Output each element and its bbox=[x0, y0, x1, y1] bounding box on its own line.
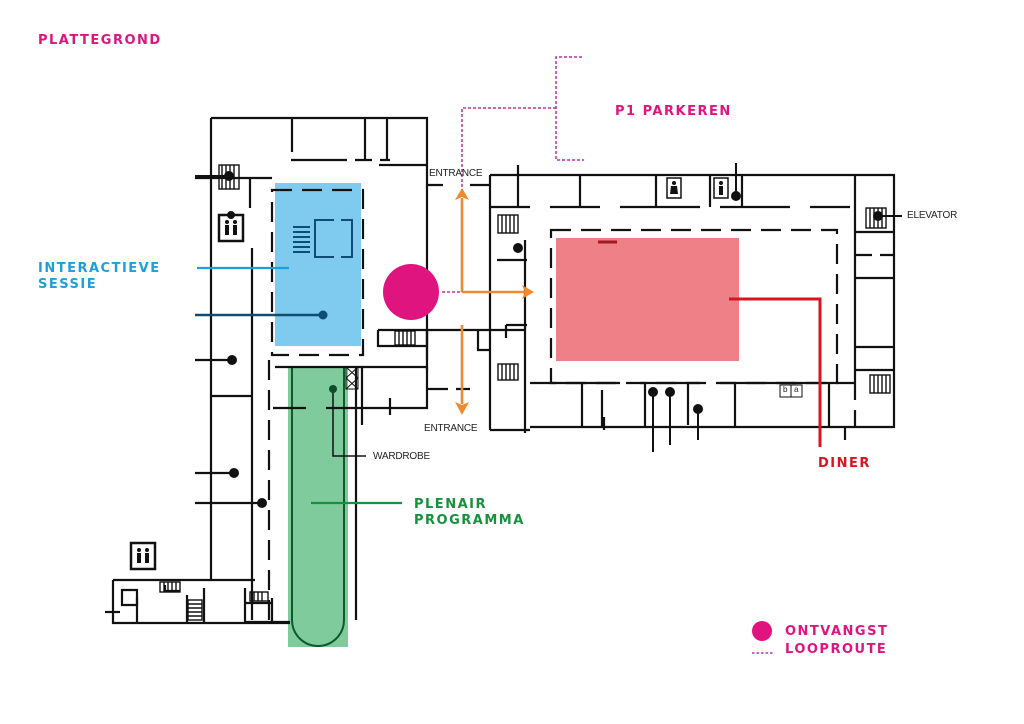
location-pins bbox=[195, 163, 902, 508]
diner-label[interactable]: DINER bbox=[818, 456, 871, 471]
locker-a-label: a bbox=[794, 385, 799, 394]
toilet-female-icon bbox=[666, 177, 682, 199]
plenary-programme-label-line1: PLENAIR bbox=[414, 497, 487, 512]
toilet-icon bbox=[129, 541, 157, 571]
locker-a bbox=[790, 384, 803, 398]
legend-item-walking-route: LOOPROUTE bbox=[785, 642, 888, 657]
diner-zone[interactable] bbox=[556, 238, 739, 361]
plenary-programme-label[interactable]: PLENAIR PROGRAMMA bbox=[414, 497, 525, 529]
plenary-stage-outline bbox=[291, 367, 345, 647]
arrow-down-icon bbox=[455, 402, 469, 415]
legend-reception-dot-icon bbox=[752, 621, 772, 641]
interactive-session-label-line2: SESSIE bbox=[38, 277, 98, 292]
locker-b-label: b bbox=[783, 385, 788, 394]
walls-right-wing bbox=[490, 165, 896, 440]
parking-label: P1 PARKEREN bbox=[615, 104, 732, 119]
interactive-pin-dot bbox=[318, 310, 328, 320]
walls-bottom-annex bbox=[105, 578, 290, 625]
entrance-route-arrows bbox=[455, 188, 534, 415]
stairs-icon bbox=[159, 164, 891, 621]
interactive-session-label[interactable]: INTERACTIEVE SESSIE bbox=[38, 261, 161, 293]
toilet-icon bbox=[217, 213, 245, 243]
wardrobe-pin-dot bbox=[329, 385, 337, 393]
legend-item-reception: ONTVANGST bbox=[785, 624, 889, 639]
wardrobe-label: WARDROBE bbox=[373, 451, 430, 462]
walls-middle bbox=[376, 163, 530, 433]
diner-leader-line bbox=[729, 297, 822, 447]
arrow-right-icon bbox=[522, 285, 534, 299]
plenary-programme-label-line2: PROGRAMMA bbox=[414, 513, 525, 528]
entrance-label-bottom: ENTRANCE bbox=[424, 423, 478, 434]
wardrobe-leader-line bbox=[332, 389, 366, 457]
toilet-male-icon bbox=[713, 177, 729, 199]
interactive-session-label-line1: INTERACTIEVE bbox=[38, 261, 161, 276]
entrance-label-top: ENTRANCE bbox=[429, 168, 483, 179]
page-title: PLATTEGROND bbox=[38, 33, 162, 48]
presentation-screen-icon bbox=[293, 219, 353, 258]
wardrobe-rack-icon bbox=[345, 366, 359, 390]
arrow-up-icon bbox=[455, 188, 469, 200]
interactive-session-zone[interactable] bbox=[275, 183, 361, 346]
reception-point[interactable] bbox=[383, 264, 439, 320]
elevator-label: ELEVATOR bbox=[907, 210, 958, 221]
